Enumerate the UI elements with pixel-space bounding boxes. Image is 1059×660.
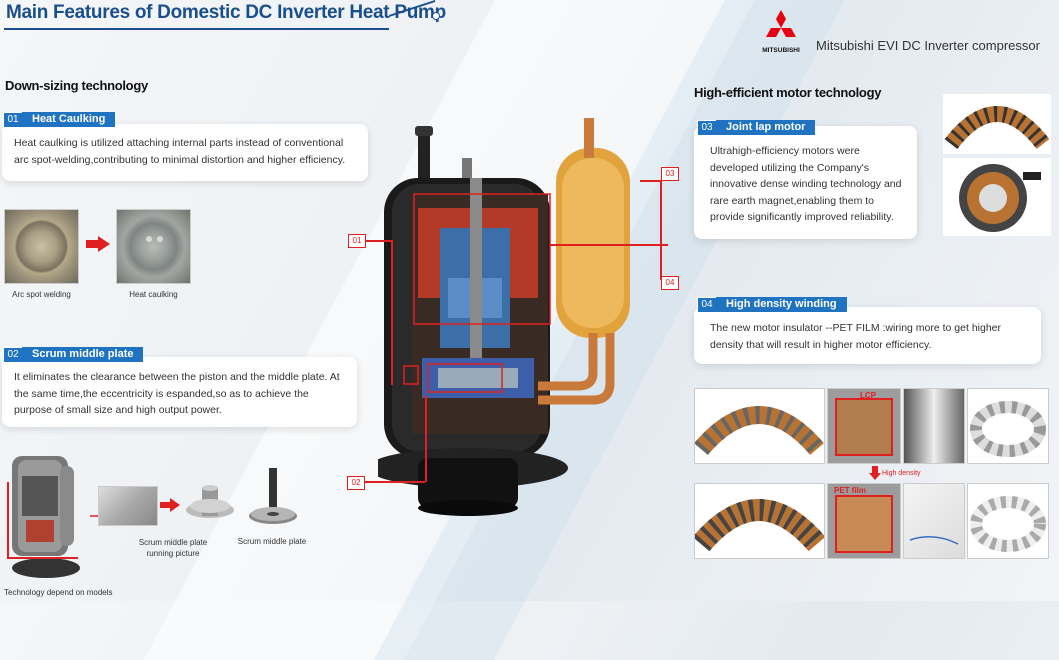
feature-text: The new motor insulator --PET FILM :wiri… (710, 322, 1002, 351)
feature-number: 03 (697, 120, 717, 136)
feature-tag: Joint lap motor (716, 120, 816, 135)
callout-line (425, 395, 427, 482)
logo-wordmark: MITSUBISHI (762, 47, 800, 54)
arrow-right-icon (86, 236, 110, 252)
feature-number: 01 (3, 112, 23, 128)
winding-photo-pet: PET film (827, 483, 901, 559)
feature-tag: Scrum middle plate (22, 347, 144, 362)
motor-stator-assembled-photo (943, 158, 1051, 236)
scrum-middle-plate-shaft (249, 468, 297, 524)
winding-photo-insulator (903, 388, 965, 464)
feature-tag: High density winding (716, 297, 847, 312)
compressor-cutaway-main (378, 118, 630, 516)
feature-text: Heat caulking is utilized attaching inte… (14, 137, 346, 166)
section-heading-motor: High-efficient motor technology (694, 85, 882, 100)
arrow-down-icon (869, 466, 881, 480)
callout-marker: 02 (347, 476, 365, 490)
callout-line (660, 180, 662, 280)
pet-film-label: PET film (834, 486, 867, 495)
title-underline-dot (432, 12, 440, 20)
motor-stator-segments-photo (943, 94, 1051, 154)
winding-photo-pet-film (903, 483, 965, 559)
callout-marker: 03 (661, 167, 679, 181)
feature-card-scrum-middle-plate: It eliminates the clearance between the … (2, 357, 357, 427)
section-heading-downsizing: Down-sizing technology (5, 78, 148, 93)
winding-photo-pet-ring (967, 483, 1049, 559)
callout-line (365, 481, 425, 483)
lcp-label: LCP (860, 391, 876, 400)
winding-photo-old (694, 388, 825, 464)
feature-number: 02 (3, 347, 23, 363)
arc-spot-welding-photo (4, 209, 79, 284)
callout-line (391, 240, 393, 385)
mitsubishi-logo: MITSUBISHI (758, 8, 804, 54)
photo-caption: Scrum middle plate (237, 537, 307, 546)
three-diamonds-icon: MITSUBISHI (762, 10, 800, 54)
feature-text: It eliminates the clearance between the … (14, 371, 340, 416)
callout-line (550, 244, 668, 246)
feature-tag: Heat Caulking (22, 112, 116, 127)
brand-product: Mitsubishi EVI DC Inverter compressor (816, 38, 1040, 53)
photo-caption: Scrum middle plate running picture (138, 538, 208, 558)
high-density-label: High density (882, 470, 921, 477)
page-title: Main Features of Domestic DC Inverter He… (6, 2, 446, 23)
heat-caulking-photo (116, 209, 191, 284)
callout-line (640, 180, 660, 182)
feature-card-high-density-winding: The new motor insulator --PET FILM :wiri… (694, 307, 1041, 364)
feature-text: Ultrahigh-efficiency motors were develop… (710, 145, 902, 223)
photo-caption: Arc spot welding (12, 290, 71, 299)
scrum-middle-plate-running-photo (98, 486, 158, 526)
callout-line (365, 240, 392, 242)
feature-card-heat-caulking: Heat caulking is utilized attaching inte… (2, 124, 368, 181)
feature-number: 04 (697, 297, 717, 313)
footnote: Technology depend on models (4, 588, 113, 597)
callout-marker: 04 (661, 276, 679, 290)
winding-photo-lcp: LCP (827, 388, 901, 464)
feature-card-joint-lap-motor: Ultrahigh-efficiency motors were develop… (694, 126, 917, 239)
scrum-middle-plate-part (186, 485, 234, 518)
photo-caption: Heat caulking (129, 290, 178, 299)
compressor-cutaway-illustration (7, 456, 80, 578)
winding-photo-insulator-ring (967, 388, 1049, 464)
title-underline (4, 28, 389, 30)
winding-photo-new (692, 483, 826, 559)
arrow-right-icon (160, 498, 180, 512)
callout-marker: 01 (348, 234, 366, 248)
